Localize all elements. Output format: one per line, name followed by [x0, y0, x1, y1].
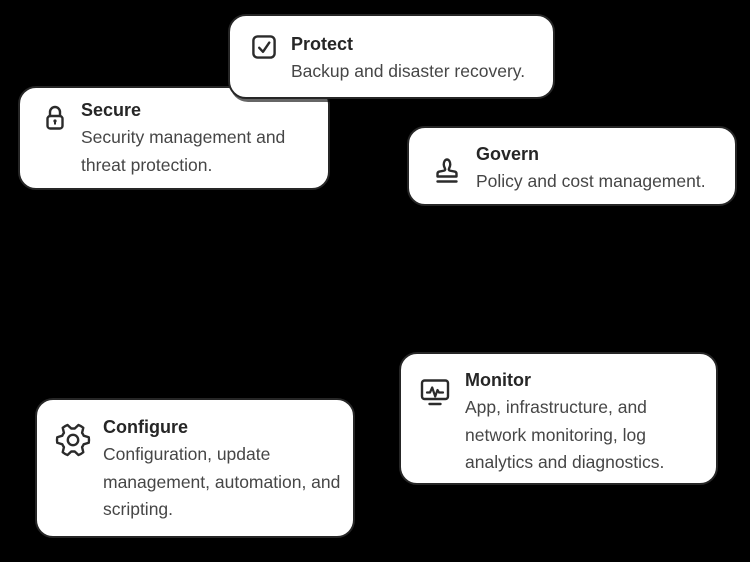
card-text: Secure Security management and threat pr…	[81, 97, 314, 179]
stamp-icon	[431, 154, 463, 188]
card-secure: Secure Security management and threat pr…	[18, 86, 330, 190]
card-text: Protect Backup and disaster recovery.	[291, 31, 543, 86]
card-govern: Govern Policy and cost management.	[407, 126, 737, 206]
card-description: Backup and disaster recovery.	[291, 61, 526, 81]
card-description: Policy and cost management.	[476, 171, 706, 191]
card-description: Security management and threat protectio…	[81, 127, 286, 175]
gear-icon	[55, 422, 91, 458]
card-text: Govern Policy and cost management.	[476, 141, 723, 196]
card-description: App, infrastructure, and network monitor…	[465, 397, 665, 472]
card-text: Configure Configuration, update manageme…	[103, 414, 341, 524]
card-monitor: Monitor App, infrastructure, and network…	[399, 352, 718, 485]
card-title: Protect	[291, 34, 354, 54]
lock-icon	[41, 102, 69, 134]
card-configure: Configure Configuration, update manageme…	[35, 398, 355, 538]
card-description: Configuration, update management, automa…	[103, 444, 341, 519]
card-title: Configure	[103, 417, 188, 437]
card-title: Govern	[476, 144, 540, 164]
card-text: Monitor App, infrastructure, and network…	[465, 367, 702, 477]
card-protect: Protect Backup and disaster recovery.	[228, 14, 555, 99]
card-title: Monitor	[465, 370, 531, 390]
card-title: Secure	[81, 100, 142, 120]
checkbox-check-icon	[250, 33, 278, 61]
monitor-pulse-icon	[417, 376, 453, 408]
